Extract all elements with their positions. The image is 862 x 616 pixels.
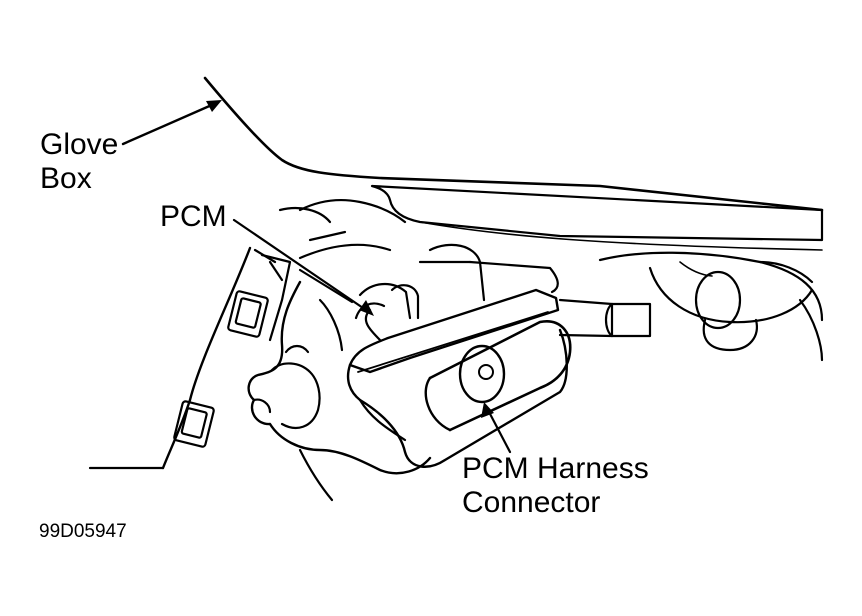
upper-wiring <box>280 208 558 318</box>
harness-label-line2: Connector <box>462 486 601 519</box>
hand <box>249 282 430 500</box>
left-panel <box>90 248 290 468</box>
harness-leader <box>481 402 510 452</box>
harness-connector <box>426 321 570 430</box>
right-duct-assembly <box>560 253 822 360</box>
pcm-leader <box>234 220 374 316</box>
pcm-module <box>348 290 567 467</box>
harness-label-line1: PCM Harness <box>462 452 649 485</box>
glove-box-arrow <box>123 100 222 144</box>
glove-box-label-line2: Box <box>40 162 92 195</box>
glove-box-label-line1: Glove <box>40 128 119 161</box>
pcm-label: PCM <box>160 200 227 233</box>
figure-code: 99D05947 <box>39 521 127 542</box>
dashboard-outline <box>205 78 822 250</box>
